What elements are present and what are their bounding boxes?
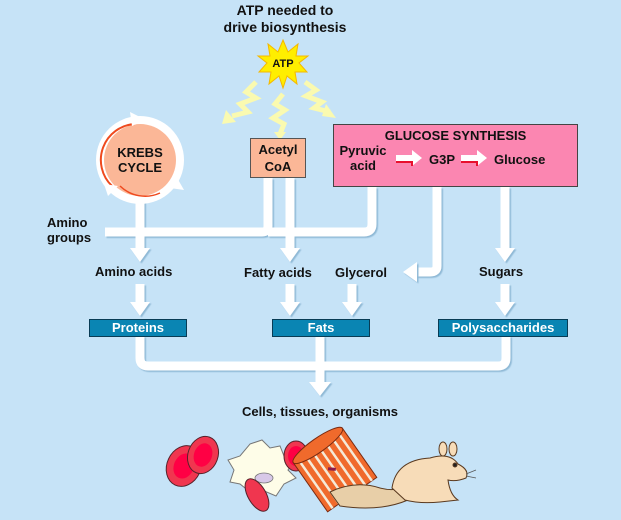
pyruvic-acid-label: Pyruvic acid [338,143,388,173]
diagram-title: ATP needed to drive biosynthesis [205,2,365,36]
glycerol-label: Glycerol [335,265,388,280]
amino-groups-line-1: Amino [47,215,88,230]
title-line-2: drive biosynthesis [223,19,347,35]
cells-tissues-organisms-label: Cells, tissues, organisms [241,404,399,419]
arrowhead [130,248,150,262]
glucose-label: Glucose [494,152,546,167]
polysaccharides-box: Polysaccharides [438,319,568,337]
acetyl-coa-box: Acetyl CoA [250,138,306,178]
arrow-right-icon [396,150,422,166]
amino-acids-label: Amino acids [95,264,173,279]
amino-groups-label: Amino groups [47,215,91,245]
title-line-1: ATP needed to [236,2,334,18]
acetyl-line-2: CoA [264,159,292,174]
fats-box: Fats [272,319,370,337]
amino-groups-line-2: groups [47,230,92,245]
krebs-cycle-label: KREBS CYCLE [104,145,176,175]
arrow-g3p-to-glycerol [415,187,442,277]
arrowhead [495,302,515,316]
fatty-acids-label: Fatty acids [244,265,312,280]
atp-burst-icon [256,38,310,90]
acetyl-line-1: Acetyl [258,142,298,157]
sugars-label: Sugars [479,264,524,279]
energy-bolts-icon [231,79,331,135]
arrow-pyruvic-to-amino [268,187,377,237]
arrowhead [309,382,331,396]
arrow-amino-groups [105,178,273,237]
arrowhead [342,302,362,316]
krebs-cycle-icon [96,112,184,204]
arrowhead [495,248,515,262]
krebs-line-2: CYCLE [117,160,163,175]
arrowhead [280,302,300,316]
pyruvic-line-1: Pyruvic [339,143,387,158]
proteins-box: Proteins [89,319,187,337]
atp-label: ATP [272,58,294,70]
arrowhead [130,302,150,316]
krebs-line-1: KREBS [117,145,163,160]
glucose-synthesis-title: GLUCOSE SYNTHESIS [384,128,527,143]
arrow-right-icon [461,150,487,166]
g3p-label: G3P [429,152,456,167]
pyruvic-line-2: acid [349,158,376,173]
glucose-synthesis-box: GLUCOSE SYNTHESIS Pyruvic acid G3P Gluco… [333,124,578,187]
arrowhead [403,262,417,282]
arrowhead [280,248,300,262]
